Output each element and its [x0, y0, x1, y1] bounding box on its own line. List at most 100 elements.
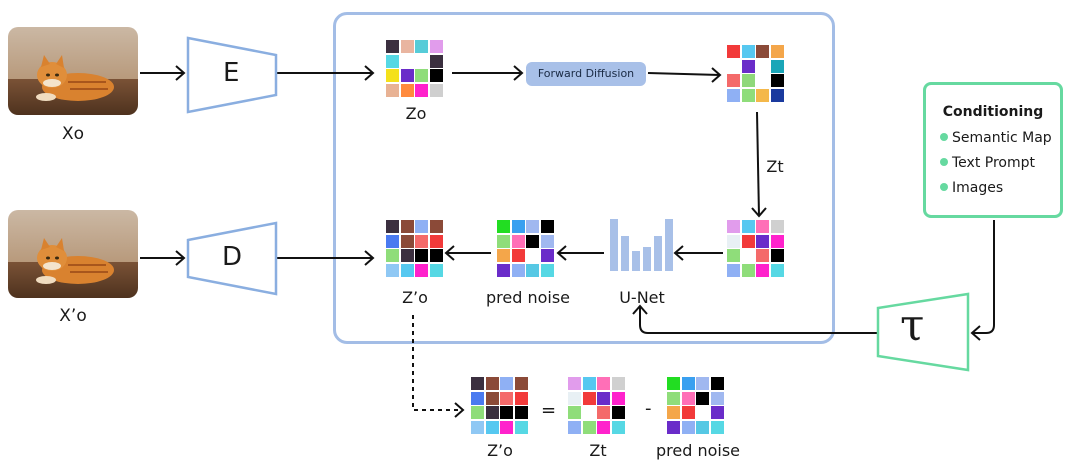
latent-cell [540, 249, 554, 262]
unet-icon [610, 219, 673, 271]
latent-cell [568, 420, 581, 434]
latent-cell [400, 234, 414, 248]
latent-cell [770, 74, 784, 87]
latent-cell [386, 40, 399, 53]
latent-cell [727, 263, 740, 277]
latent-cell [400, 220, 414, 233]
latent-cell [540, 263, 554, 277]
latent-cell [386, 249, 399, 262]
decoder-shape [186, 221, 278, 296]
latent-cell [727, 220, 740, 233]
pred-noise-grid [497, 220, 554, 277]
latent-cell [400, 40, 414, 53]
unet-label: U-Net [619, 288, 665, 307]
latent-cell [429, 220, 443, 233]
zt-input-grid [727, 220, 784, 277]
latent-cell [386, 263, 399, 277]
latent-cell [497, 234, 510, 248]
latent-cell [741, 74, 755, 87]
latent-cell [582, 391, 596, 405]
zt-label: Zt [766, 157, 784, 176]
latent-cell [400, 263, 414, 277]
latent-cell [710, 391, 724, 405]
latent-cell [429, 263, 443, 277]
latent-cell [741, 220, 755, 233]
latent-cell [400, 249, 414, 262]
latent-cell [611, 420, 625, 434]
latent-cell [770, 88, 784, 102]
latent-cell [471, 406, 484, 419]
equation-pred-noise-label: pred noise [655, 441, 741, 460]
bullet-icon [940, 133, 948, 141]
latent-cell [514, 406, 528, 419]
latent-cell [710, 420, 724, 434]
latent-cell [485, 391, 499, 405]
equation-zt-grid [568, 377, 625, 434]
latent-cell [756, 59, 769, 73]
latent-cell [770, 263, 784, 277]
latent-cell [696, 420, 709, 434]
latent-cell [415, 220, 428, 233]
latent-cell [497, 263, 510, 277]
zo-latent-grid [386, 40, 443, 97]
latent-cell [681, 406, 695, 419]
z-prime-o-grid [386, 220, 443, 277]
latent-cell [526, 249, 539, 262]
latent-cell [485, 377, 499, 390]
latent-cell [415, 263, 428, 277]
latent-cell [415, 54, 428, 68]
latent-cell [514, 420, 528, 434]
latent-cell [582, 420, 596, 434]
latent-cell [400, 83, 414, 97]
latent-cell [500, 420, 513, 434]
latent-cell [386, 234, 399, 248]
latent-cell [727, 45, 740, 58]
latent-cell [667, 420, 680, 434]
latent-cell [770, 45, 784, 58]
tau-label: τ [900, 300, 925, 351]
latent-cell [681, 377, 695, 390]
latent-cell [696, 377, 709, 390]
latent-cell [667, 377, 680, 390]
encoder-label: E [223, 58, 240, 88]
latent-cell [429, 69, 443, 82]
latent-cell [514, 377, 528, 390]
latent-cell [526, 263, 539, 277]
latent-cell [540, 220, 554, 233]
latent-cell [429, 83, 443, 97]
latent-cell [568, 406, 581, 419]
latent-diffusion-box [333, 12, 835, 344]
latent-cell [597, 377, 610, 390]
latent-cell [500, 406, 513, 419]
latent-cell [471, 391, 484, 405]
forward-diffusion-box: Forward Diffusion [526, 62, 646, 86]
equation-z-prime-o-label: Z’o [487, 441, 513, 460]
latent-cell [497, 249, 510, 262]
latent-cell [770, 59, 784, 73]
latent-cell [667, 406, 680, 419]
conditioning-item-label: Images [952, 180, 1004, 196]
latent-cell [415, 234, 428, 248]
latent-cell [727, 234, 740, 248]
latent-cell [485, 420, 499, 434]
latent-cell [429, 234, 443, 248]
latent-cell [582, 406, 596, 419]
latent-cell [741, 234, 755, 248]
latent-cell [429, 249, 443, 262]
latent-cell [568, 391, 581, 405]
latent-cell [741, 59, 755, 73]
latent-cell [511, 263, 525, 277]
latent-cell [511, 234, 525, 248]
latent-cell [756, 249, 769, 262]
latent-cell [497, 220, 510, 233]
conditioning-item-label: Semantic Map [952, 130, 1052, 146]
latent-cell [741, 263, 755, 277]
latent-cell [514, 391, 528, 405]
equals-sign: = [541, 400, 557, 421]
encoder-shape [186, 36, 278, 114]
latent-cell [696, 391, 709, 405]
latent-cell [611, 377, 625, 390]
latent-cell [511, 220, 525, 233]
conditioning-box: Conditioning Semantic Map Text Prompt Im… [923, 82, 1063, 218]
latent-cell [756, 220, 769, 233]
